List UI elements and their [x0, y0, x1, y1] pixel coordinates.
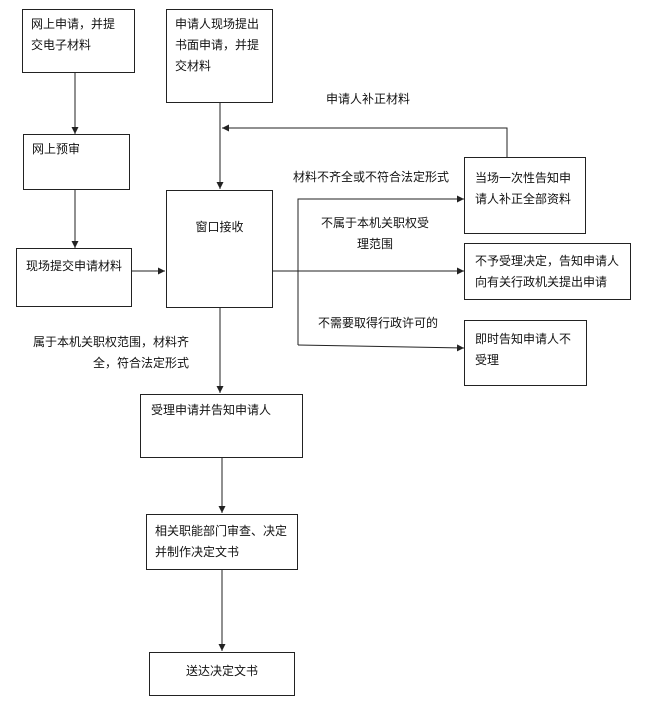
label-supplement-materials: 申请人补正材料	[326, 92, 411, 106]
box-onsite-written-apply: 申请人现场提出书面申请，并提交材料	[166, 9, 273, 103]
arrow-supplement-feedback	[222, 124, 508, 157]
box-online-apply: 网上申请，并提交电子材料	[22, 9, 135, 73]
box-window-receive: 窗口接收	[166, 190, 273, 308]
label-in-scope: 属于本机关职权范围，材料齐全，符合法定形式	[33, 335, 190, 370]
box-not-accepted-decision: 不予受理决定，告知申请人向有关行政机关提出申请	[464, 243, 631, 300]
arrow-no-permit	[297, 344, 465, 352]
box-notify-supplement: 当场一次性告知申请人补正全部资料	[464, 157, 586, 234]
box-dept-review-decision: 相关职能部门审查、决定并制作决定文书	[146, 514, 298, 570]
arrow-incomplete	[297, 195, 464, 345]
box-deliver-decision: 送达决定文书	[149, 652, 295, 696]
label-incomplete-materials: 材料不齐全或不符合法定形式	[293, 170, 450, 184]
box-online-precheck: 网上预审	[23, 134, 130, 190]
box-notify-not-accepted: 即时告知申请人不受理	[464, 320, 587, 386]
label-out-of-scope: 不属于本机关职权受理范围	[320, 216, 429, 251]
box-accept-and-notify: 受理申请并告知申请人	[140, 394, 303, 458]
box-onsite-submit-materials: 现场提交申请材料	[16, 248, 132, 307]
label-no-permit-needed: 不需要取得行政许可的	[318, 316, 439, 330]
